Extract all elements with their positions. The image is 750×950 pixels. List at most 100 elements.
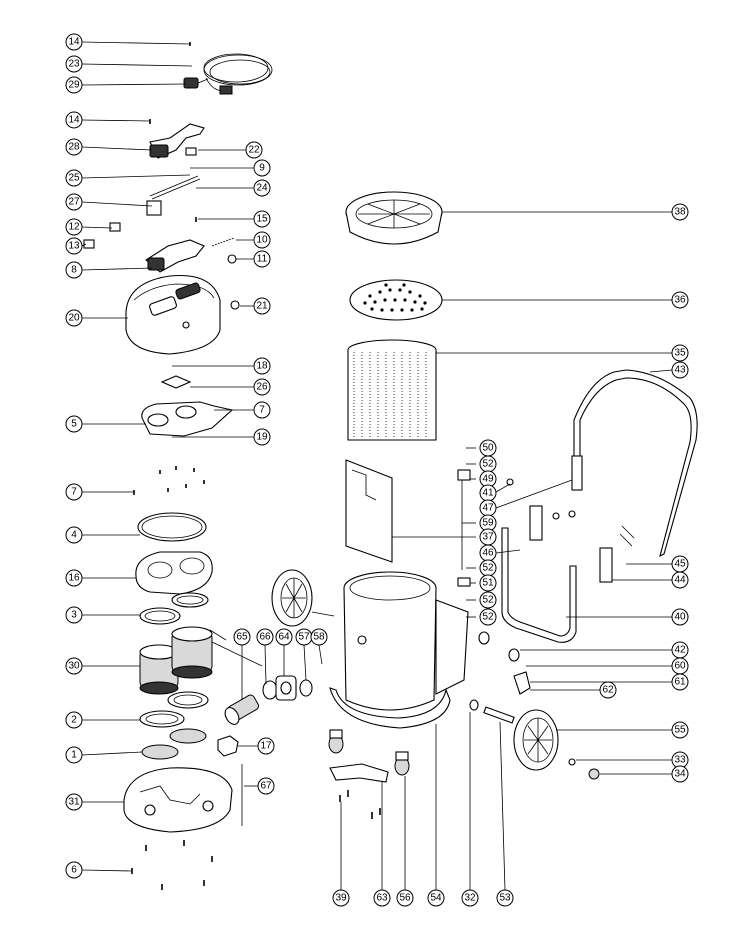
callouts: 14 23 29 14 28 22 9 25 24 27 15 12 10 13… bbox=[65, 33, 689, 907]
svg-text:27: 27 bbox=[68, 197, 80, 208]
svg-text:33: 33 bbox=[674, 755, 686, 766]
callout-39: 39 bbox=[332, 889, 350, 907]
callout-3: 3 bbox=[65, 606, 83, 624]
svg-text:56: 56 bbox=[399, 893, 411, 904]
svg-text:18: 18 bbox=[256, 361, 268, 372]
svg-text:44: 44 bbox=[674, 575, 686, 586]
callout-11: 11 bbox=[253, 250, 271, 268]
svg-text:28: 28 bbox=[68, 142, 80, 153]
svg-text:16: 16 bbox=[68, 573, 80, 584]
filter-sleeve-drawing bbox=[345, 459, 393, 563]
callout-47: 47 bbox=[479, 499, 497, 517]
svg-text:47: 47 bbox=[482, 503, 494, 514]
side-bracket-drawing bbox=[529, 505, 543, 541]
callout-58: 58 bbox=[310, 628, 328, 646]
callout-52-d: 52 bbox=[479, 608, 497, 626]
svg-text:6: 6 bbox=[71, 865, 77, 876]
leader-lines bbox=[81, 41, 673, 891]
svg-text:59: 59 bbox=[482, 518, 494, 529]
callout-9: 9 bbox=[253, 159, 271, 177]
callout-37: 37 bbox=[479, 528, 497, 546]
motor-filter-drawing bbox=[141, 744, 179, 760]
svg-text:40: 40 bbox=[674, 612, 686, 623]
callout-51: 51 bbox=[479, 574, 497, 592]
seal-ring-drawing bbox=[139, 607, 181, 625]
callout-40: 40 bbox=[671, 608, 689, 626]
callout-18: 18 bbox=[253, 357, 271, 375]
svg-text:52: 52 bbox=[482, 595, 494, 606]
svg-text:46: 46 bbox=[482, 548, 494, 559]
svg-text:42: 42 bbox=[674, 645, 686, 656]
svg-text:41: 41 bbox=[482, 488, 494, 499]
svg-text:10: 10 bbox=[256, 235, 268, 246]
motors-drawing bbox=[139, 626, 263, 695]
callout-30: 30 bbox=[65, 657, 83, 675]
svg-text:53: 53 bbox=[499, 893, 511, 904]
svg-text:63: 63 bbox=[376, 893, 388, 904]
svg-text:36: 36 bbox=[674, 295, 686, 306]
svg-text:43: 43 bbox=[674, 365, 686, 376]
callout-21: 21 bbox=[253, 297, 271, 315]
callout-22: 22 bbox=[245, 141, 263, 159]
filter-basket-drawing bbox=[345, 191, 443, 245]
callout-20: 20 bbox=[65, 309, 83, 327]
callout-38: 38 bbox=[671, 203, 689, 221]
svg-text:7: 7 bbox=[259, 405, 265, 416]
callout-16: 16 bbox=[65, 569, 83, 587]
callout-64: 64 bbox=[275, 628, 293, 646]
svg-text:34: 34 bbox=[674, 769, 686, 780]
callout-31: 31 bbox=[65, 793, 83, 811]
bracket-17-drawing bbox=[217, 735, 239, 757]
svg-text:26: 26 bbox=[256, 382, 268, 393]
svg-text:7: 7 bbox=[71, 487, 77, 498]
callout-5: 5 bbox=[65, 415, 83, 433]
callout-27: 27 bbox=[65, 193, 83, 211]
svg-text:55: 55 bbox=[674, 725, 686, 736]
callout-28: 28 bbox=[65, 138, 83, 156]
svg-text:54: 54 bbox=[430, 893, 442, 904]
svg-text:31: 31 bbox=[68, 797, 80, 808]
latch-drawing bbox=[513, 671, 531, 695]
part-drawings bbox=[83, 42, 698, 890]
svg-text:66: 66 bbox=[259, 632, 271, 643]
callout-44: 44 bbox=[671, 571, 689, 589]
svg-text:51: 51 bbox=[482, 578, 494, 589]
callout-61: 61 bbox=[671, 673, 689, 691]
callout-56: 56 bbox=[396, 889, 414, 907]
callout-46: 46 bbox=[479, 544, 497, 562]
motor-base-drawing bbox=[123, 767, 233, 833]
callout-49: 49 bbox=[479, 470, 497, 488]
svg-text:21: 21 bbox=[256, 301, 268, 312]
svg-text:24: 24 bbox=[256, 183, 268, 194]
hub-cap-drawing bbox=[568, 758, 576, 766]
axle-drawing bbox=[483, 706, 515, 724]
callout-55: 55 bbox=[671, 721, 689, 739]
callout-14: 14 bbox=[65, 33, 83, 51]
callout-53: 53 bbox=[496, 889, 514, 907]
perforated-disc-drawing bbox=[349, 279, 443, 321]
callout-7-b: 7 bbox=[65, 483, 83, 501]
power-cable-drawing bbox=[183, 53, 273, 95]
svg-text:5: 5 bbox=[71, 419, 77, 430]
callout-45: 45 bbox=[671, 555, 689, 573]
bushing-drawing bbox=[508, 648, 520, 662]
callout-32: 32 bbox=[461, 889, 479, 907]
svg-text:19: 19 bbox=[256, 432, 268, 443]
callout-8: 8 bbox=[65, 261, 83, 279]
svg-text:13: 13 bbox=[68, 241, 80, 252]
callout-4: 4 bbox=[65, 526, 83, 544]
callout-34: 34 bbox=[671, 765, 689, 783]
wheel-drawing bbox=[271, 569, 559, 771]
rod-drawing bbox=[149, 175, 199, 197]
svg-text:45: 45 bbox=[674, 559, 686, 570]
lock-drawing bbox=[457, 469, 471, 481]
svg-text:52: 52 bbox=[482, 459, 494, 470]
callout-67: 67 bbox=[257, 777, 275, 795]
callout-57: 57 bbox=[295, 628, 313, 646]
filter-cartridge-drawing bbox=[347, 339, 437, 441]
svg-text:38: 38 bbox=[674, 207, 686, 218]
callout-43: 43 bbox=[671, 361, 689, 379]
motor-plate-drawing bbox=[135, 551, 213, 595]
svg-text:52: 52 bbox=[482, 612, 494, 623]
callout-10: 10 bbox=[253, 231, 271, 249]
